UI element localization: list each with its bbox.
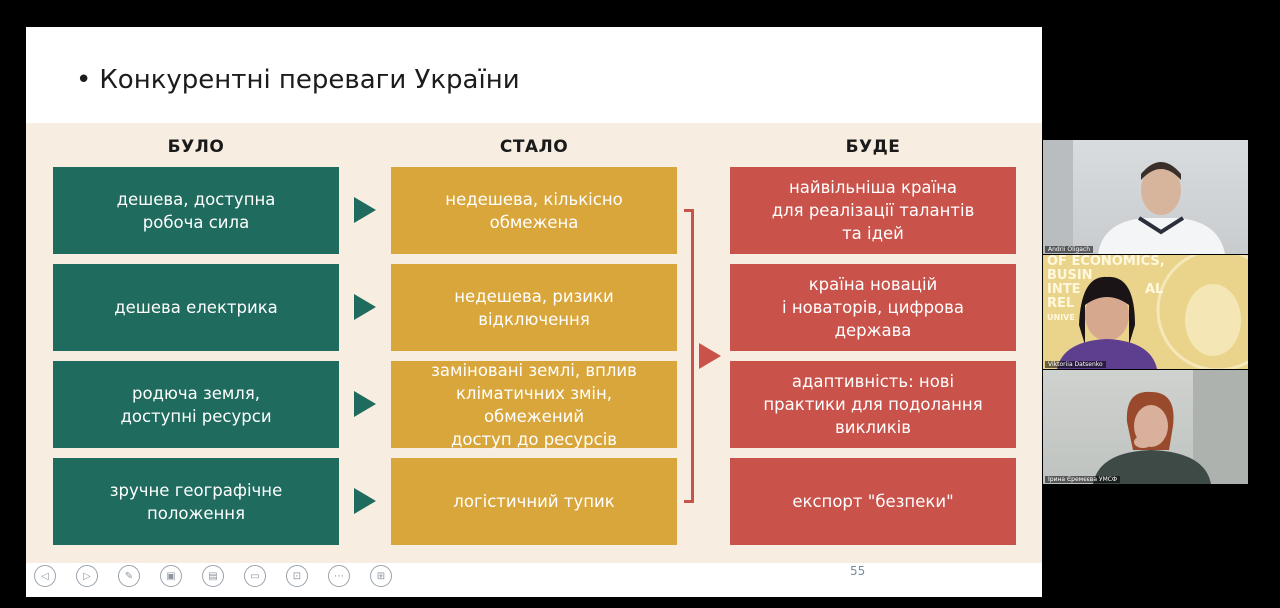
display-icon[interactable]: ⊞ bbox=[370, 565, 392, 587]
arrow-right-icon bbox=[354, 391, 376, 417]
now-item: недешева, кількісно обмежена bbox=[391, 167, 677, 254]
presentation-toolbar: ◁ ▷ ✎ ▣ ▤ ▭ ⊡ ⋯ ⊞ bbox=[34, 565, 392, 589]
slides-icon[interactable]: ▣ bbox=[160, 565, 182, 587]
participant-image bbox=[1043, 140, 1225, 254]
now-item: недешева, ризики відключення bbox=[391, 264, 677, 351]
subtitles-icon[interactable]: ▤ bbox=[202, 565, 224, 587]
previous-icon[interactable]: ◁ bbox=[34, 565, 56, 587]
page-number: 55 bbox=[850, 564, 866, 578]
arrow-right-icon bbox=[699, 343, 721, 369]
was-item: дешева, доступна робоча сила bbox=[53, 167, 339, 254]
participant-image bbox=[1043, 255, 1248, 369]
participant-video[interactable]: Ірина Єремєєва УМСФ bbox=[1043, 370, 1248, 484]
slide-title: •Конкурентні переваги України bbox=[76, 65, 520, 95]
participant-video[interactable]: OF ECONOMICS, BUSIN INTE AL REL UNIVE Vi… bbox=[1043, 255, 1248, 369]
column-header-will: БУДЕ bbox=[845, 137, 901, 157]
camera-icon[interactable]: ▭ bbox=[244, 565, 266, 587]
column-header-was: БУЛО bbox=[167, 137, 225, 157]
participant-video[interactable]: Andrii Oligach bbox=[1043, 140, 1248, 254]
column-header-now: СТАЛО bbox=[499, 137, 569, 157]
participant-image bbox=[1093, 370, 1248, 484]
presentation-slide: •Конкурентні переваги України БУЛО СТАЛО… bbox=[26, 27, 1042, 597]
participant-name: Ірина Єремєєва УМСФ bbox=[1045, 476, 1121, 483]
arrow-right-icon bbox=[354, 488, 376, 514]
was-item: дешева електрика bbox=[53, 264, 339, 351]
title-text: Конкурентні переваги України bbox=[99, 65, 520, 95]
will-item: адаптивність: нові практики для подоланн… bbox=[730, 361, 1016, 448]
now-item: заміновані землі, вплив кліматичних змін… bbox=[391, 361, 677, 449]
more-icon[interactable]: ⋯ bbox=[328, 565, 350, 587]
was-item: зручне географічне положення bbox=[53, 458, 339, 545]
presenter-icon[interactable]: ⊡ bbox=[286, 565, 308, 587]
arrow-right-icon bbox=[354, 294, 376, 320]
participant-name: Viktoriia Datsenko bbox=[1045, 361, 1106, 368]
will-item: експорт "безпеки" bbox=[730, 458, 1016, 545]
bracket-connector bbox=[684, 209, 694, 503]
title-bullet: • bbox=[76, 65, 92, 95]
will-item: найвільніша країна для реалізації талант… bbox=[730, 167, 1016, 254]
background-text: OF ECONOMICS, BUSIN INTE AL REL UNIVE bbox=[1047, 255, 1165, 322]
will-item: країна новацій і новаторів, цифрова держ… bbox=[730, 264, 1016, 351]
arrow-right-icon bbox=[354, 197, 376, 223]
now-item: логістичний тупик bbox=[391, 458, 677, 545]
pen-icon[interactable]: ✎ bbox=[118, 565, 140, 587]
participant-name: Andrii Oligach bbox=[1045, 246, 1094, 253]
next-icon[interactable]: ▷ bbox=[76, 565, 98, 587]
was-item: родюча земля, доступні ресурси bbox=[53, 361, 339, 448]
